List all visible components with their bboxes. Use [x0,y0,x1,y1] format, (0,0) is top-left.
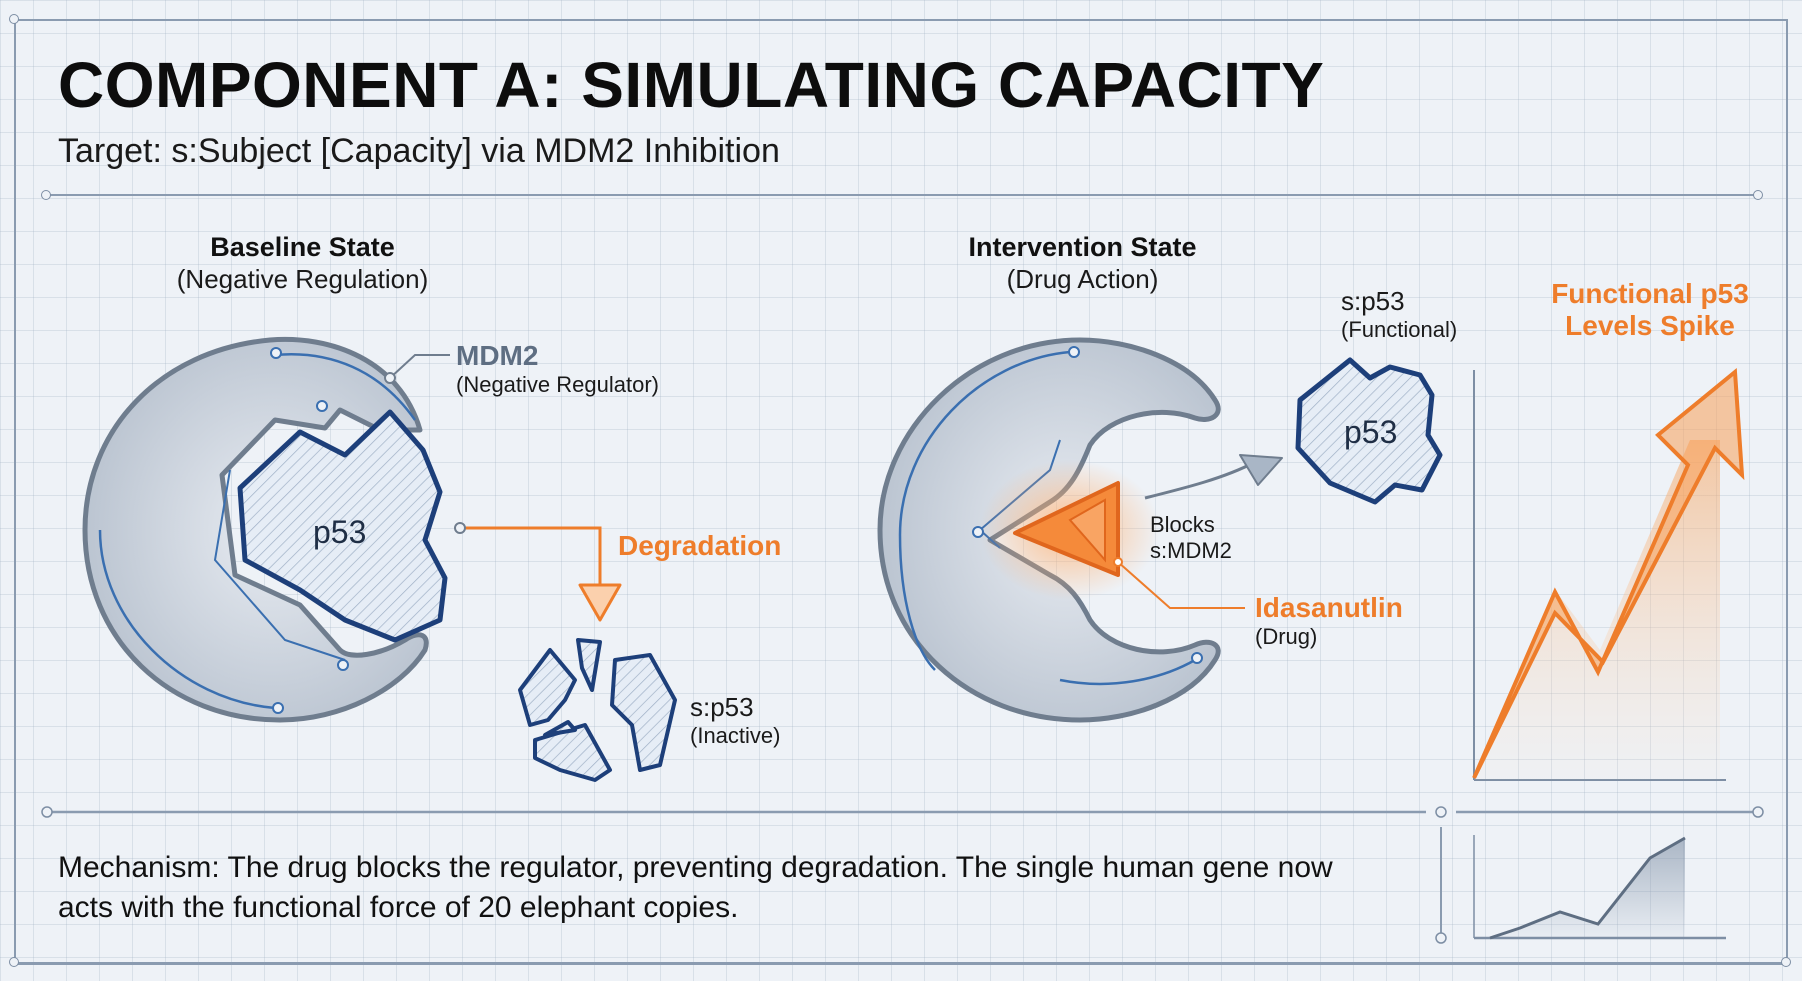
divider-node-icon [41,806,53,818]
divider-node-icon [1435,806,1447,818]
frame-bottom-rule [14,962,1788,965]
binding-site-icon [270,347,282,359]
leader-node-icon [384,372,396,384]
functional-p53-sublabel: (Functional) [1341,317,1458,342]
header-divider [46,194,1758,196]
p53-protein-functional [1295,357,1443,505]
mini-trend-chart [1473,835,1726,940]
mechanism-text: Mechanism: The drug blocks the regulator… [58,851,1333,924]
p53-protein-baseline [237,409,448,643]
drug-label: Idasanutlin [1255,592,1403,623]
mini-line [1489,836,1686,940]
frame-left-rule [14,19,16,964]
drug-sublabel: (Drug) [1255,624,1318,649]
baseline-title: Baseline State [210,232,395,262]
frame-node [9,14,19,24]
inactive-p53-label: s:p53 [690,692,754,722]
divider-node [1753,190,1763,200]
drug-inner-facet [1068,498,1106,563]
blocks-label-line2: s:MDM2 [1150,538,1232,563]
drug-idasanutlin-icon [1013,481,1120,577]
binding-site-icon [316,400,328,412]
page-subtitle: Target: s:Subject [Capacity] via MDM2 In… [58,132,780,170]
spike-chart [1472,367,1745,781]
broken-p53-icon [518,638,677,782]
p53-label-baseline: p53 [313,514,367,550]
arrow-node-icon [454,522,466,534]
spike-label-line2: Levels Spike [1565,310,1735,341]
functional-p53-label: s:p53 [1341,286,1405,316]
frame-top-rule [14,19,1788,21]
frame-right-rule [1786,19,1788,964]
divider-node [41,190,51,200]
arrow-head-icon [1239,454,1283,486]
spike-arrow-icon [1472,367,1745,779]
page-title: COMPONENT A: SIMULATING CAPACITY [58,49,1325,121]
intervention-title: Intervention State [968,232,1197,262]
binding-site-icon [337,659,349,671]
degradation-label: Degradation [618,530,782,561]
frame-node [1781,957,1791,967]
leader-node-icon [1113,557,1123,567]
p53-label-functional: p53 [1344,414,1398,450]
mdm2-sublabel: (Negative Regulator) [456,372,659,397]
binding-site-icon [1191,652,1203,664]
drug-leader-line [1117,561,1245,609]
inactive-p53-sublabel: (Inactive) [690,723,781,748]
release-arrow [1144,460,1256,500]
intervention-subtitle: (Drug Action) [1006,264,1159,294]
binding-site-icon [272,702,284,714]
degradation-arrow [460,526,602,600]
mdm2-leader-line [389,354,450,379]
mdm2-protein-baseline [82,336,429,723]
spike-area [1474,440,1720,780]
baseline-subtitle: (Negative Regulation) [176,264,429,294]
mdm2-label: MDM2 [456,340,539,371]
arrow-head-icon [578,583,622,622]
divider-node-icon [1435,932,1447,944]
binding-site-icon [1068,346,1080,358]
frame-node [9,957,19,967]
blocks-label-line1: Blocks [1150,512,1215,537]
mini-area [1490,838,1685,938]
spike-label-line1: Functional p53 [1551,278,1749,309]
divider-node-icon [1752,806,1764,818]
